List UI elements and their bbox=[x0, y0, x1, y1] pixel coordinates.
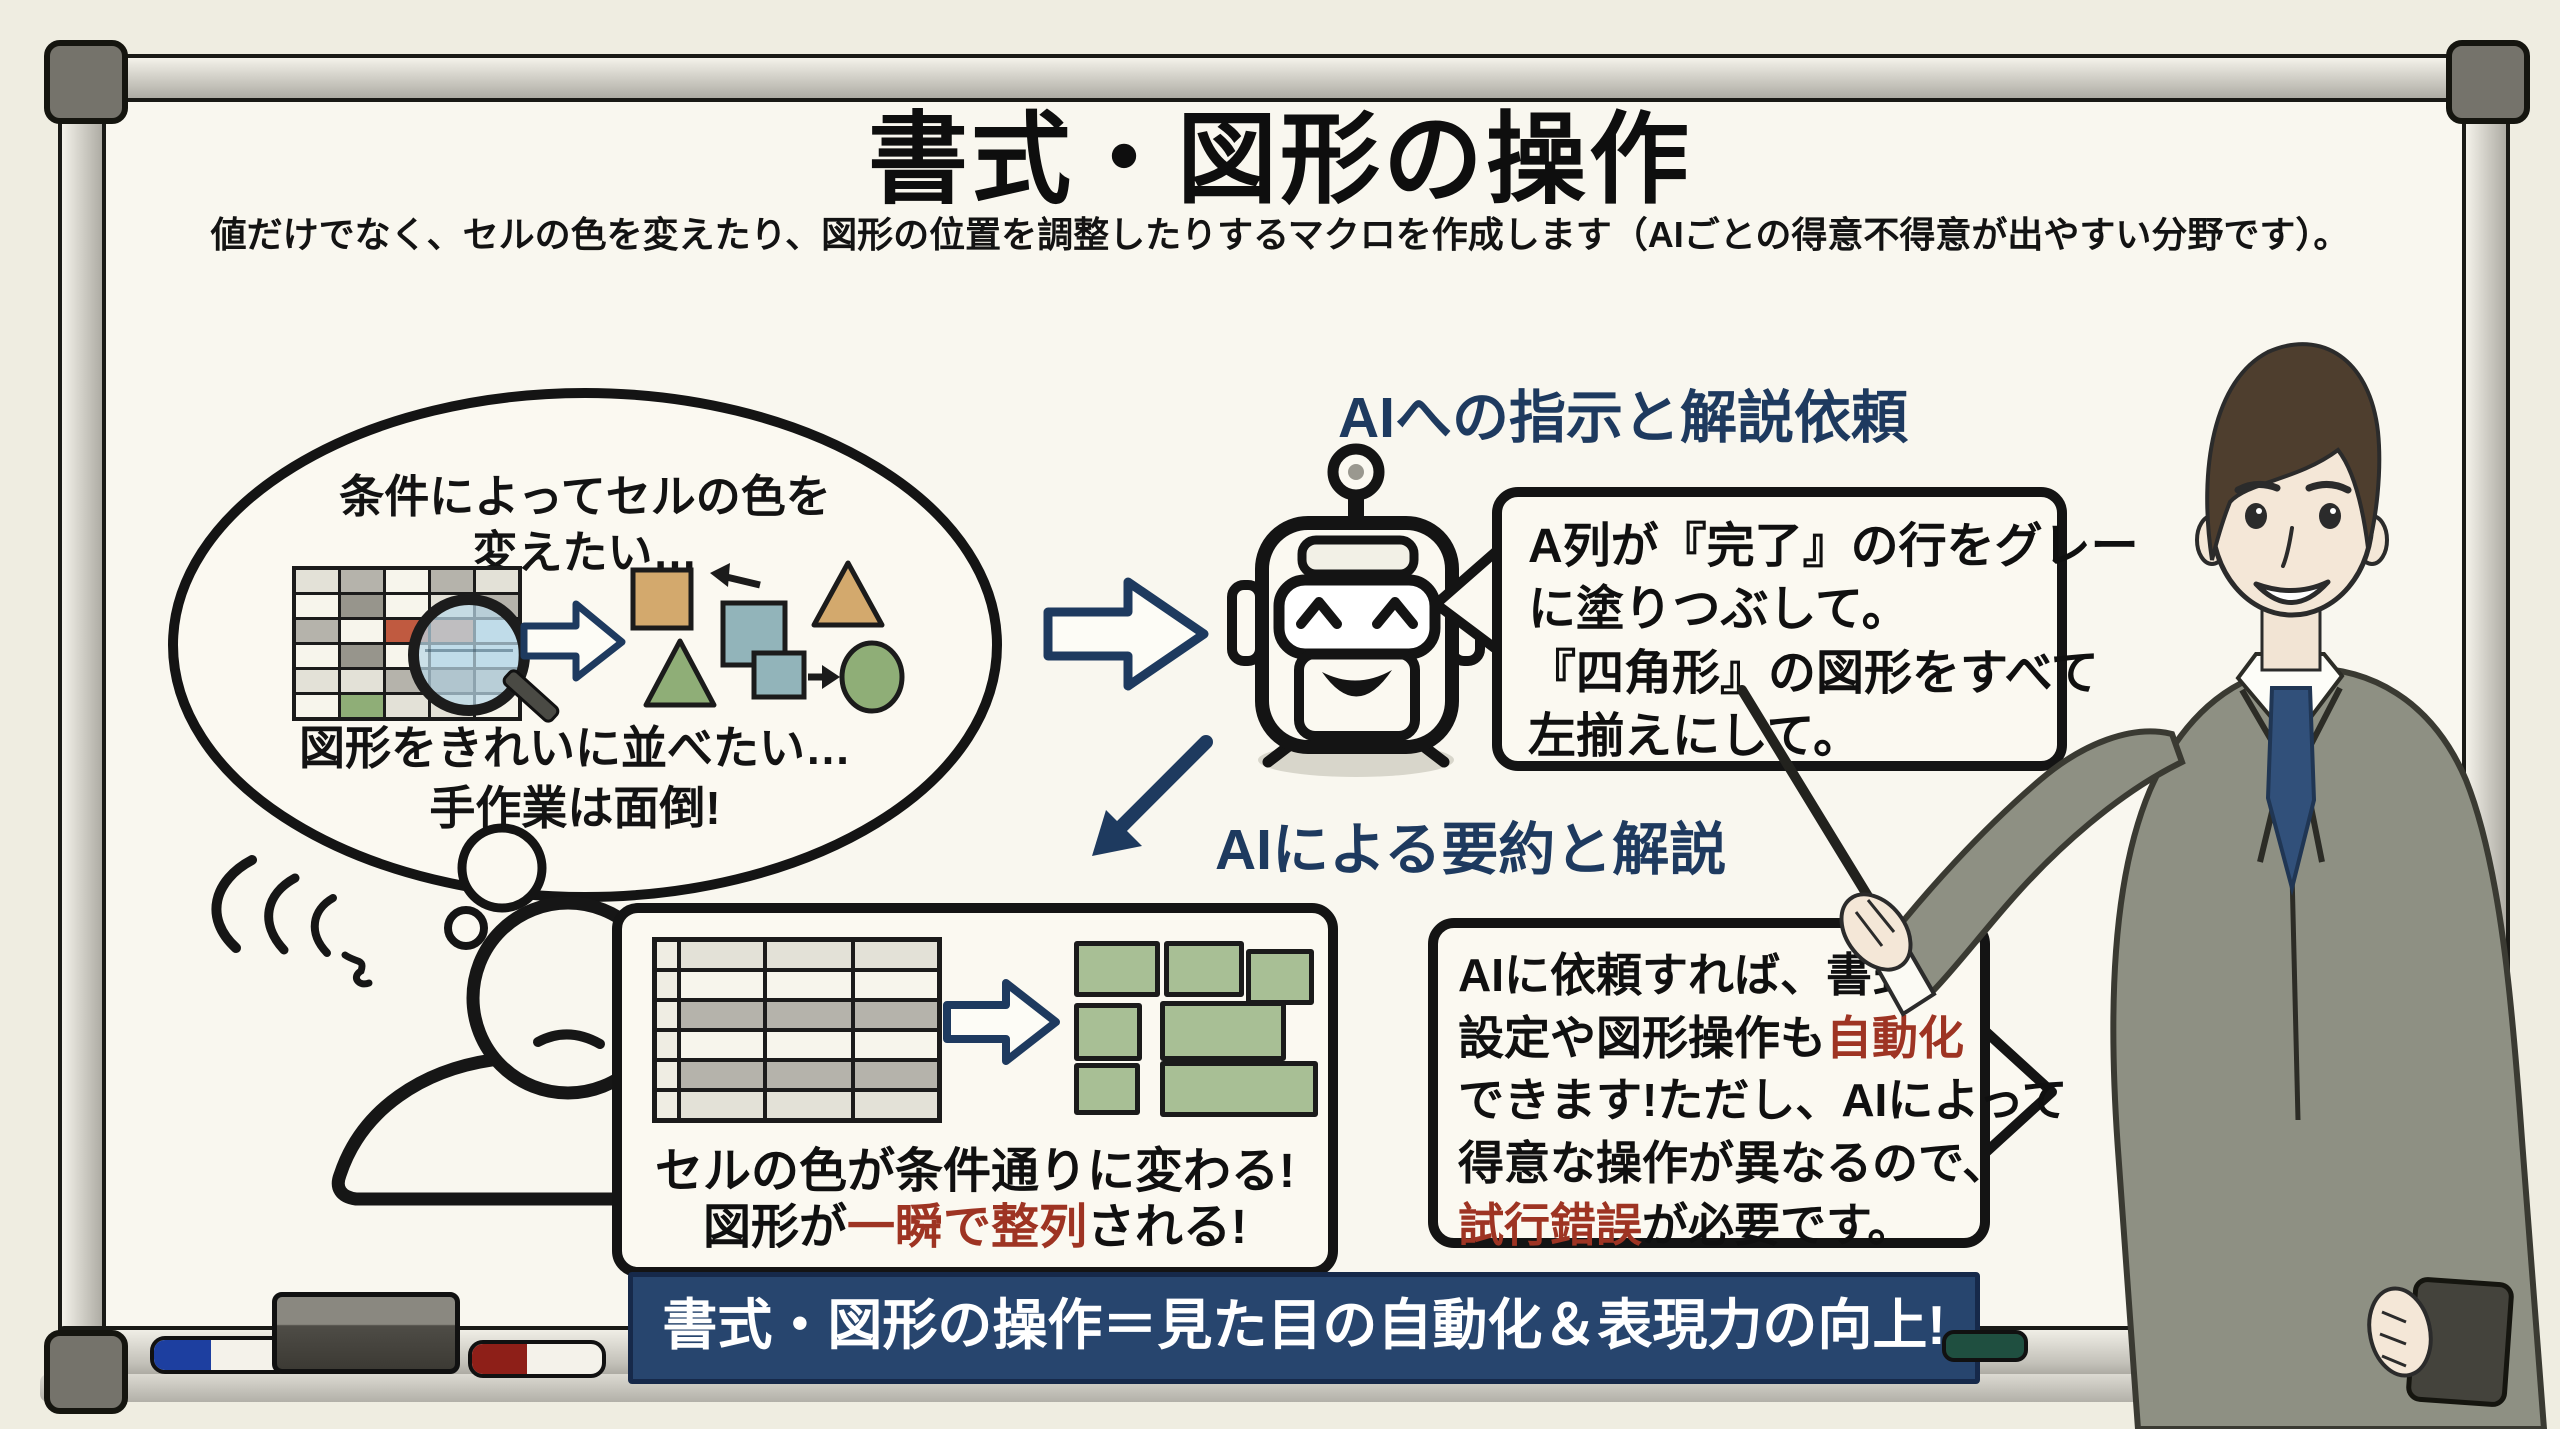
spreadsheet-before-thumbnail bbox=[652, 937, 942, 1123]
presenter-head bbox=[2195, 342, 2389, 672]
frame-corner-bottom-left bbox=[44, 1330, 128, 1414]
aligned-shape bbox=[1160, 1061, 1318, 1117]
aligned-shape bbox=[1074, 1003, 1142, 1061]
stress-squiggles-icon bbox=[211, 855, 373, 988]
advice-box: AIに依頼すれば、書式 設定や図形操作も自動化 できます!ただし、AIによって … bbox=[1428, 918, 2068, 1251]
presenter-body bbox=[2110, 652, 2548, 1429]
aligned-shape bbox=[1160, 1001, 1286, 1061]
page-title: 書式・図形の操作 bbox=[868, 104, 1692, 216]
arrow-down-left-icon bbox=[1092, 735, 1213, 856]
green-marker bbox=[1942, 1330, 2028, 1362]
blue-marker bbox=[150, 1336, 294, 1374]
advice-line-2-highlight: 自動化 bbox=[1826, 1011, 1964, 1064]
result-line-1: セルの色が条件通りに変わる! bbox=[655, 1145, 1295, 1198]
advice-line-2-pre: 設定や図形操作も bbox=[1458, 1011, 1826, 1064]
frame-corner-top-right bbox=[2446, 40, 2530, 124]
scattered-shapes-icon bbox=[630, 560, 905, 714]
result-line-2: 図形が一瞬で整列される! bbox=[622, 1187, 1328, 1257]
whiteboard-eraser bbox=[272, 1292, 460, 1374]
advice-line-2: 設定や図形操作も自動化 bbox=[1458, 1007, 1964, 1070]
advice-line-5-post: が必要です。 bbox=[1642, 1199, 1914, 1252]
summary-banner: 書式・図形の操作＝見た目の自動化＆表現力の向上! bbox=[628, 1272, 1980, 1384]
aligned-shape bbox=[1074, 1063, 1140, 1115]
arrow-right-icon bbox=[943, 979, 1060, 1065]
label-ai-summary: AIによる要約と解説 bbox=[1215, 818, 1727, 882]
result-line-2-post: される! bbox=[1087, 1201, 1248, 1254]
whiteboard-frame-top bbox=[58, 54, 2510, 102]
advice-line-1: AIに依頼すれば、書式 bbox=[1458, 949, 1918, 1001]
thought-line-4: 手作業は面倒! bbox=[429, 782, 721, 834]
aligned-shape bbox=[1074, 941, 1160, 997]
page-subtitle: 値だけでなく、セルの色を変えたり、図形の位置を調整したりするマクロを作成します（… bbox=[210, 214, 2350, 255]
result-box: セルの色が条件通りに変わる! 図形が一瞬で整列される! bbox=[612, 903, 1338, 1277]
robot-speech-line-4: 左揃えにして。 bbox=[1528, 710, 1862, 764]
arrow-right-icon bbox=[1043, 577, 1209, 691]
robot-speech-box: A列が『完了』の行をグレー に塗りつぶして。 『四角形』の図形をすべて 左揃えに… bbox=[1492, 487, 2139, 771]
advice-line-4: 得意な操作が異なるので、 bbox=[1458, 1136, 2009, 1189]
result-line-2-pre: 図形が bbox=[702, 1201, 847, 1254]
thought-line-1: 条件によってセルの色を bbox=[339, 471, 831, 522]
advice-line-5: 試行錯誤が必要です。 bbox=[1458, 1194, 1960, 1257]
presenter-arm bbox=[1839, 728, 2186, 1017]
aligned-shape bbox=[1164, 941, 1244, 997]
result-line-2-highlight: 一瞬で整列 bbox=[847, 1201, 1088, 1254]
red-marker bbox=[468, 1340, 606, 1378]
presenter-hand-eraser bbox=[2367, 1277, 2514, 1407]
aligned-shape bbox=[1246, 949, 1314, 1005]
frame-corner-top-left bbox=[44, 40, 128, 124]
thought-line-3: 図形をきれいに並べたい… bbox=[299, 722, 851, 774]
label-ai-instruction: AIへの指示と解説依頼 bbox=[1338, 386, 1908, 450]
robot-speech-line-2: に塗りつぶして。 bbox=[1528, 583, 1910, 637]
robot-speech-line-3: 『四角形』の図形をすべて bbox=[1528, 646, 2099, 700]
arrow-right-icon bbox=[520, 600, 626, 682]
advice-line-5-highlight: 試行錯誤 bbox=[1458, 1199, 1642, 1252]
robot-icon bbox=[1227, 443, 1485, 777]
